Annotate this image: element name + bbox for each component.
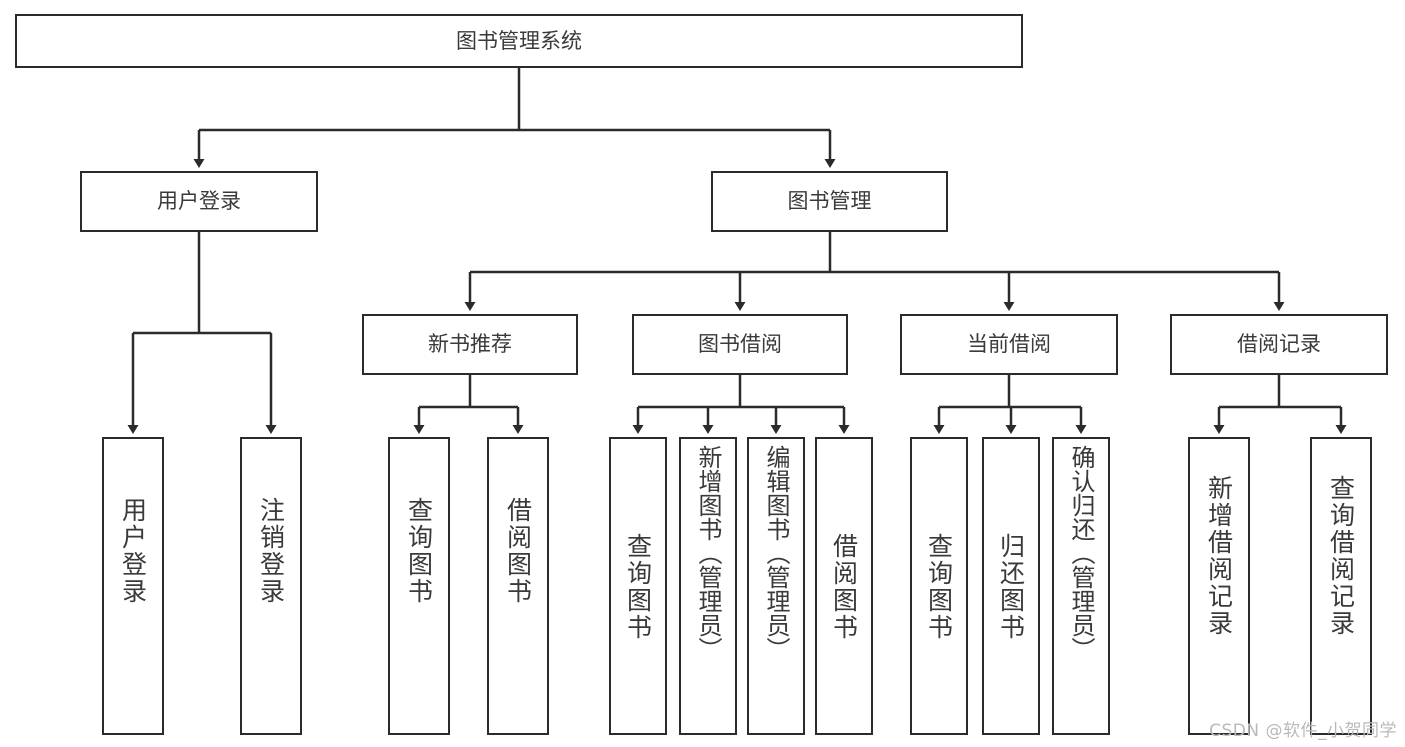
leaf-user-login[interactable]: 用户登录 bbox=[102, 437, 164, 735]
leaf-query-borrow-record[interactable]: 查询借阅记录 bbox=[1310, 437, 1372, 735]
leaf-borrow-book-borrow[interactable]: 借阅图书 bbox=[815, 437, 873, 735]
node-current-borrow[interactable]: 当前借阅 bbox=[900, 314, 1118, 375]
leaf-query-book-recommend[interactable]: 查询图书 bbox=[388, 437, 450, 735]
node-book-management[interactable]: 图书管理 bbox=[711, 171, 948, 232]
leaf-return-book[interactable]: 归还图书 bbox=[982, 437, 1040, 735]
leaf-query-book-recommend-label: 查询图书 bbox=[404, 497, 434, 605]
leaf-query-book-current-label: 查询图书 bbox=[924, 533, 954, 641]
node-book-borrow-label: 图书借阅 bbox=[698, 332, 782, 357]
node-new-book-recommend[interactable]: 新书推荐 bbox=[362, 314, 578, 375]
leaf-add-borrow-record[interactable]: 新增借阅记录 bbox=[1188, 437, 1250, 735]
node-current-borrow-label: 当前借阅 bbox=[967, 332, 1051, 357]
leaf-borrow-book-borrow-label: 借阅图书 bbox=[829, 533, 859, 641]
leaf-edit-book-admin-label: 编辑图书（管理员） bbox=[762, 445, 790, 661]
leaf-add-borrow-record-label: 新增借阅记录 bbox=[1204, 475, 1234, 637]
leaf-add-book-admin[interactable]: 新增图书（管理员） bbox=[679, 437, 737, 735]
node-book-management-label: 图书管理 bbox=[787, 189, 872, 214]
leaf-query-borrow-record-label: 查询借阅记录 bbox=[1326, 475, 1356, 637]
watermark-text: CSDN @软件_小贺同学 bbox=[1209, 721, 1397, 741]
leaf-edit-book-admin[interactable]: 编辑图书（管理员） bbox=[747, 437, 805, 735]
leaf-borrow-book-recommend-label: 借阅图书 bbox=[503, 497, 533, 605]
leaf-query-book-borrow-label: 查询图书 bbox=[623, 533, 653, 641]
leaf-query-book-current[interactable]: 查询图书 bbox=[910, 437, 968, 735]
leaf-confirm-return-admin[interactable]: 确认归还（管理员） bbox=[1052, 437, 1110, 735]
node-user-login[interactable]: 用户登录 bbox=[80, 171, 318, 232]
leaf-query-book-borrow[interactable]: 查询图书 bbox=[609, 437, 667, 735]
leaf-add-book-admin-label: 新增图书（管理员） bbox=[694, 445, 722, 661]
leaf-user-login-label: 用户登录 bbox=[118, 497, 148, 605]
leaf-confirm-return-admin-label: 确认归还（管理员） bbox=[1067, 445, 1095, 661]
leaf-logout[interactable]: 注销登录 bbox=[240, 437, 302, 735]
leaf-return-book-label: 归还图书 bbox=[996, 533, 1026, 641]
node-new-book-recommend-label: 新书推荐 bbox=[428, 332, 512, 357]
leaf-logout-label: 注销登录 bbox=[256, 497, 286, 605]
leaf-borrow-book-recommend[interactable]: 借阅图书 bbox=[487, 437, 549, 735]
node-borrow-record-label: 借阅记录 bbox=[1237, 332, 1321, 357]
node-user-login-label: 用户登录 bbox=[157, 189, 241, 214]
node-root[interactable]: 图书管理系统 bbox=[15, 14, 1023, 68]
node-book-borrow[interactable]: 图书借阅 bbox=[632, 314, 848, 375]
node-borrow-record[interactable]: 借阅记录 bbox=[1170, 314, 1388, 375]
node-root-label: 图书管理系统 bbox=[456, 28, 582, 53]
